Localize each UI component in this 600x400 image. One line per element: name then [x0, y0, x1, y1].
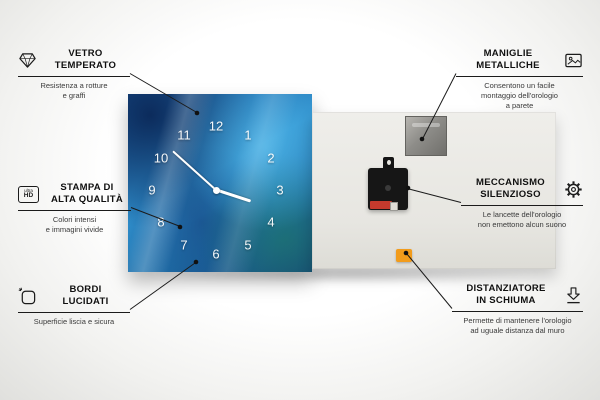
feature-description: Superficie liscia e sicura: [33, 316, 115, 326]
feature-title: STAMPA DI ALTA QUALITÀ: [50, 182, 124, 206]
feature-title: MANIGLIE METALLICHE: [476, 48, 540, 72]
picture-frame-icon: [564, 51, 583, 70]
feature-vetro-temperato: VETRO TEMPERATO Resistenza a rotture e g…: [18, 48, 130, 101]
feature-title: DISTANZIATORE IN SCHIUMA: [466, 283, 546, 307]
feature-description: Consentono un facile montaggio dell'orol…: [481, 80, 558, 110]
clock-number: 3: [276, 182, 284, 198]
clock-number: 4: [267, 214, 275, 230]
feature-title: MECCANISMO SILENZIOSO: [476, 177, 545, 201]
gear-icon: [564, 180, 583, 199]
foam-spacer: [396, 249, 412, 262]
clock-number: 7: [180, 237, 188, 253]
feature-bordi-lucidati: BORDI LUCIDATI Superficie liscia e sicur…: [18, 284, 130, 327]
metal-hanger-plate: [405, 116, 447, 156]
feature-stampa-alta-qualita: ultra HD STAMPA DI ALTA QUALITÀ Colori i…: [18, 182, 131, 235]
feature-description: Resistenza a rotture e graffi: [40, 80, 108, 100]
feature-distanziatore-schiuma: DISTANZIATORE IN SCHIUMA Permette di man…: [452, 283, 583, 336]
clock-number: 10: [153, 150, 169, 166]
clock-number: 5: [244, 237, 252, 253]
hour-hand: [215, 188, 251, 203]
battery: [370, 201, 398, 211]
spacer-arrow-icon: [564, 286, 583, 305]
clock-center-cap: [212, 186, 220, 194]
clock-number: 9: [148, 182, 156, 198]
feature-title: VETRO TEMPERATO: [54, 48, 117, 72]
clock-number: 1: [244, 127, 252, 143]
mechanism-hook: [383, 157, 394, 170]
clock-number: 6: [212, 246, 220, 262]
clock-number: 8: [157, 214, 165, 230]
feature-description: Permette di mantenere l'orologio ad ugua…: [463, 315, 572, 335]
feature-meccanismo-silenzioso: MECCANISMO SILENZIOSO: [461, 177, 583, 230]
clock-number: 2: [267, 150, 275, 166]
feature-maniglie-metalliche: MANIGLIE METALLICHE Consentono un facile…: [456, 48, 583, 111]
clock-number: 11: [177, 127, 191, 143]
feature-description: Le lancette dell'orologio non emettono a…: [477, 209, 567, 229]
minute-hand: [172, 150, 217, 191]
ultra-hd-label-small: ultra: [24, 187, 33, 193]
ultra-hd-label-big: HD: [23, 192, 34, 200]
polished-edge-icon: [18, 287, 37, 306]
clock-number: 12: [208, 118, 224, 134]
feature-title: BORDI LUCIDATI: [62, 284, 109, 308]
ultra-hd-icon: ultra HD: [18, 185, 39, 203]
clock-front: 12 1 2 3 4 5 6 7 8 9 10 11: [128, 94, 312, 272]
feature-description: Colori intensi e immagini vivide: [45, 214, 104, 234]
diamond-icon: [18, 51, 37, 70]
